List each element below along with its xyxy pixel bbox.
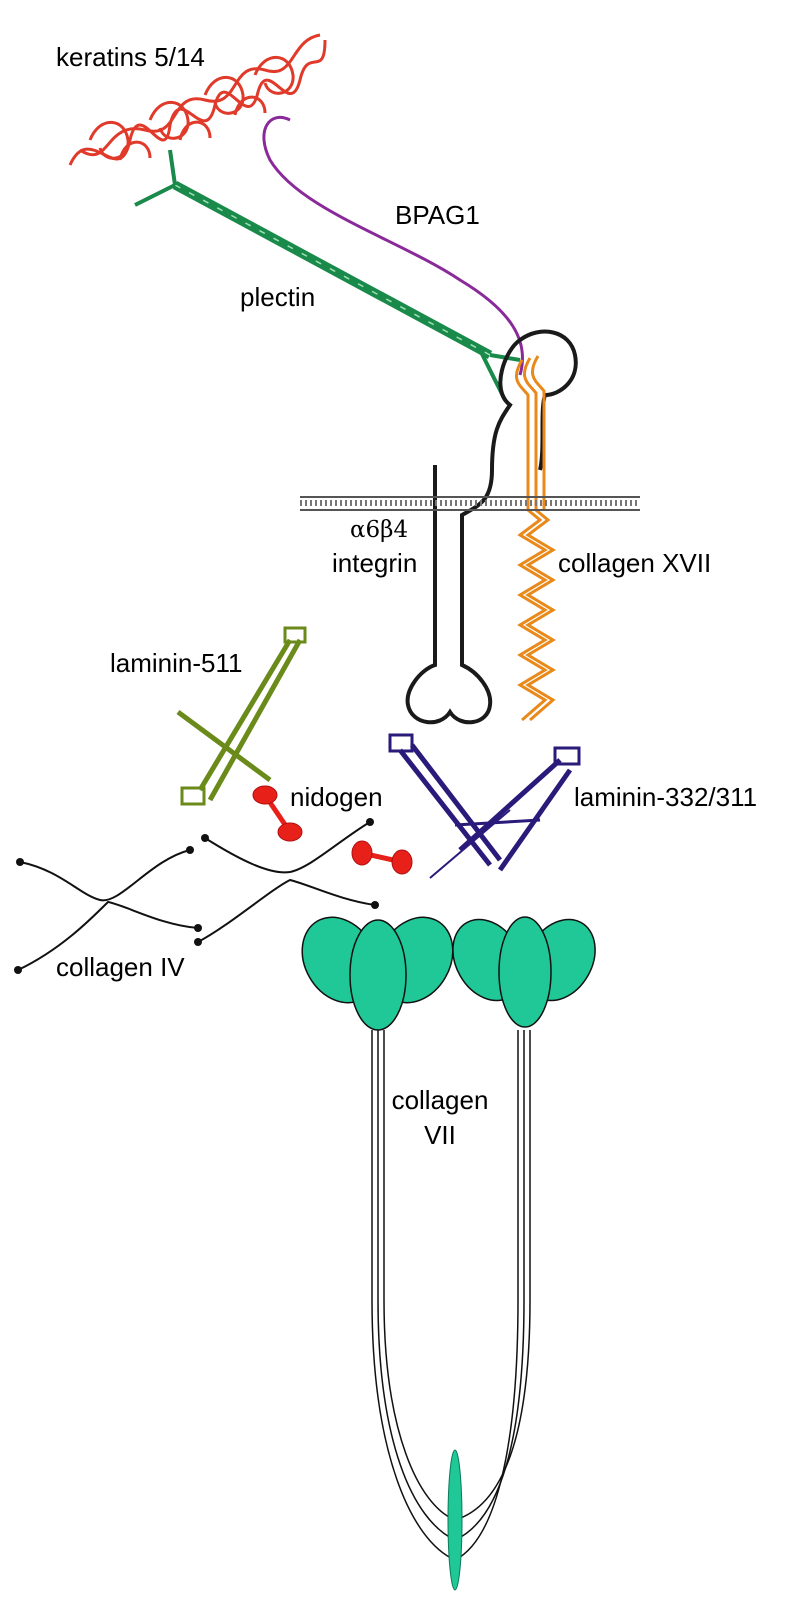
- plectin-rod: [134, 149, 521, 401]
- laminin-332-311: [388, 733, 581, 879]
- collagen-iv-network: [17, 821, 376, 971]
- collagen-vii-nc2-domain: [447, 1449, 463, 1591]
- label-keratins: keratins 5/14: [56, 42, 205, 72]
- collagen-xvii-strand: [515, 355, 556, 722]
- label-collagen-xvii: collagen XVII: [558, 548, 712, 578]
- label-integrin: integrin: [332, 548, 418, 578]
- label-laminin-332-311: laminin-332/311: [574, 782, 758, 812]
- collagen-vii-left-head: [301, 916, 454, 1031]
- nidogen-molecules: [252, 785, 413, 875]
- plasma-membrane: [300, 496, 640, 511]
- label-collagen-vii-line2: VII: [424, 1120, 456, 1150]
- laminin-511: [176, 626, 307, 806]
- label-collagen-iv: collagen IV: [56, 952, 185, 982]
- label-nidogen: nidogen: [290, 782, 383, 812]
- label-collagen-vii-line1: collagen: [391, 1085, 489, 1115]
- integrin-outline: [405, 329, 578, 725]
- label-plectin: plectin: [240, 282, 316, 312]
- keratin-filament: [68, 33, 327, 166]
- collagen-vii-right-head: [452, 916, 596, 1028]
- label-integrin-greek: α6β4: [350, 517, 409, 543]
- collagen-iv-nodes: [14, 818, 379, 974]
- bpag1-strand: [262, 116, 524, 376]
- label-laminin-511: laminin-511: [110, 648, 243, 678]
- label-bpag1: BPAG1: [395, 200, 480, 230]
- collagen-vii-tails: [371, 1030, 531, 1561]
